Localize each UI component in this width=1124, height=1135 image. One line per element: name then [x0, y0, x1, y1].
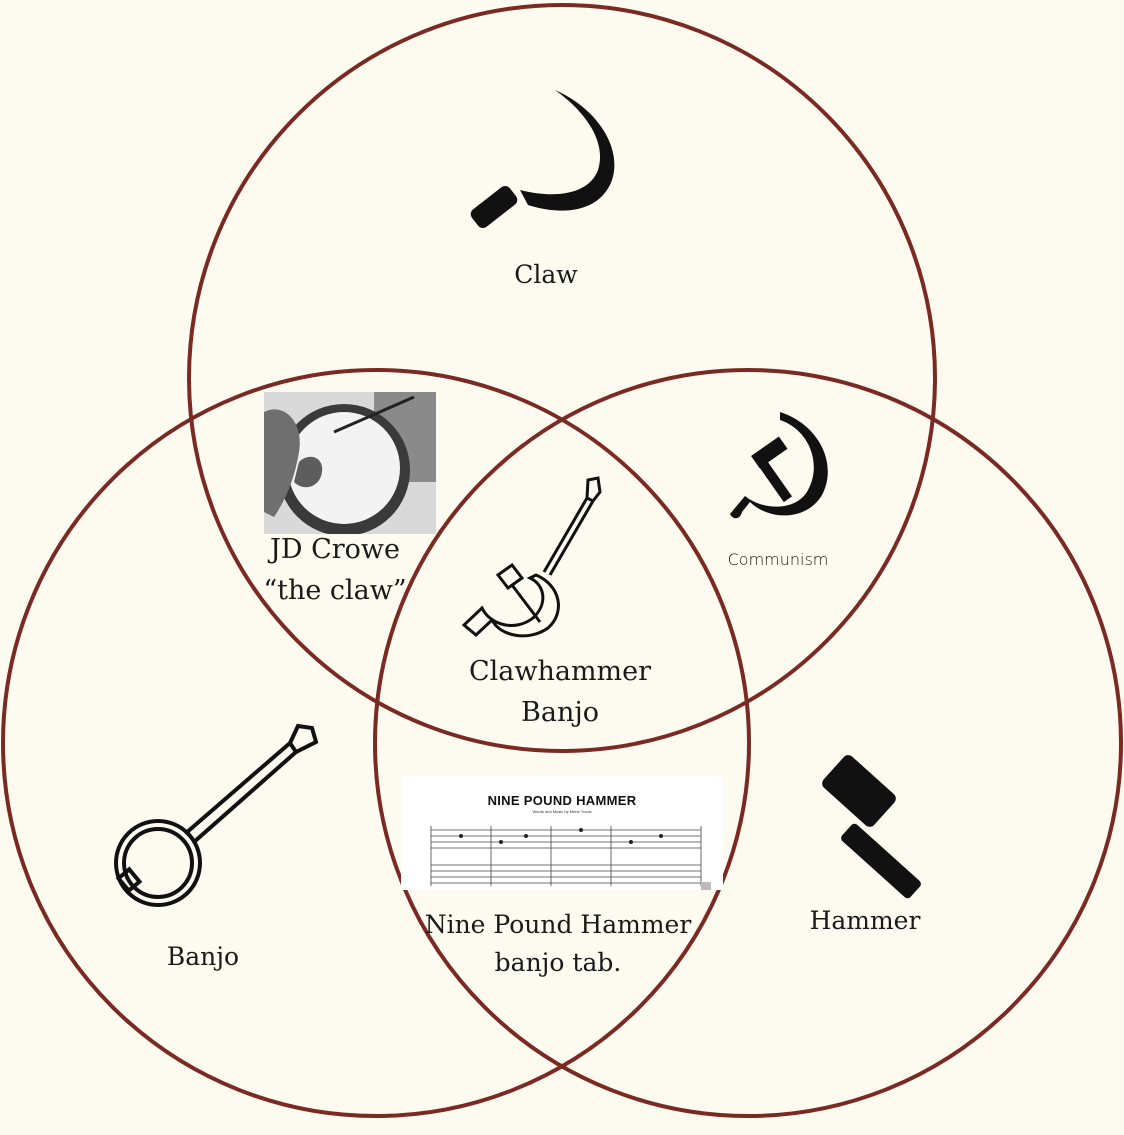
clawhammer-label-line2: Banjo — [521, 697, 599, 728]
banjo-hammer-sickle-icon — [461, 476, 602, 638]
communism-label: Communism — [727, 550, 829, 569]
banjo-circle — [1, 368, 751, 1118]
hammer-icon — [822, 755, 921, 899]
clawhammer-label-line1: Clawhammer — [468, 656, 652, 687]
tab-title: NINE POUND HAMMER — [487, 793, 637, 808]
claw-circle — [187, 3, 937, 753]
jd-crowe-label-line1: JD Crowe — [270, 534, 400, 565]
hammer-sickle-icon — [730, 412, 828, 519]
banjo-label: Banjo — [166, 942, 240, 971]
hammer-circle — [373, 368, 1123, 1118]
nine-pound-hammer-label-line1: Nine Pound Hammer — [424, 910, 692, 939]
banjo-player-photo — [264, 392, 436, 534]
nine-pound-hammer-label-line2: banjo tab. — [494, 948, 622, 977]
claw-label: Claw — [514, 260, 578, 289]
banjo-icon — [114, 723, 319, 907]
hammer-label: Hammer — [809, 906, 921, 935]
tab-subtitle: Words and Music by Merle Travis — [532, 809, 592, 814]
jd-crowe-label-line2: “the claw” — [263, 575, 407, 606]
sickle-icon — [470, 90, 615, 229]
banjo-tab-sheet: NINE POUND HAMMER Words and Music by Mer… — [401, 776, 723, 890]
